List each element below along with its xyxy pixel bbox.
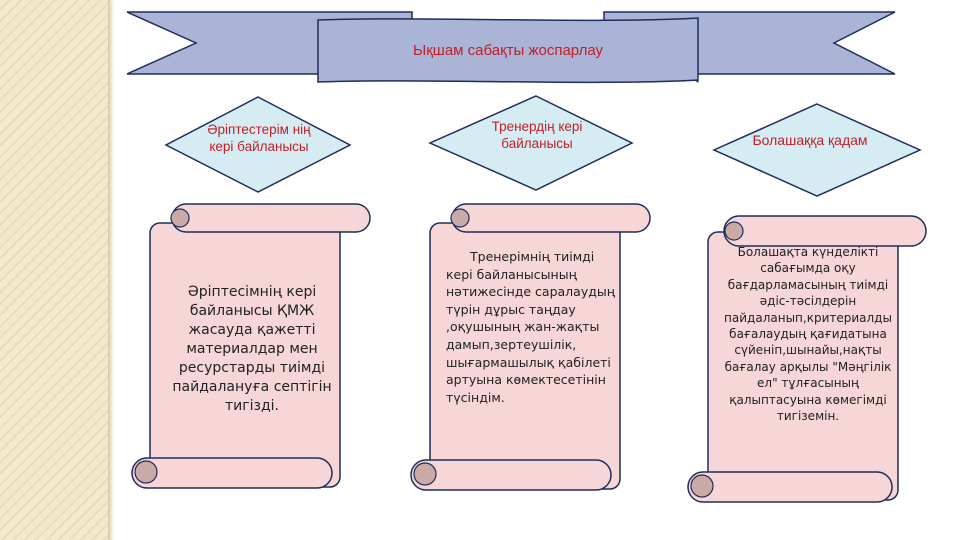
ribbon-center <box>317 17 699 84</box>
scroll-text-colleagues: Әріптесімнің кері байланысы ҚМЖ жасауда … <box>172 284 332 414</box>
scroll-text-trainer: Тренерімнің тиімді кері байланысының нәт… <box>446 249 615 405</box>
page-title: Ықшам сабақты жоспарлау <box>412 42 604 59</box>
diamond-label-future: Болашаққа қадам <box>752 132 868 148</box>
paper-strip-edge <box>108 0 114 540</box>
diamond-label-trainer: Тренердің кері байланысы <box>491 119 583 151</box>
diamond-trainer <box>428 95 634 191</box>
diamond-future <box>712 103 922 197</box>
diamond-label-colleagues: Әріптестерім нің кері байланысы <box>207 122 311 154</box>
diamond-colleagues <box>164 96 352 193</box>
title-ribbon <box>126 11 896 84</box>
scroll-text-future: Болашақта күнделікті сабағымда оқу бағда… <box>724 245 892 424</box>
decorative-paper-strip <box>0 0 108 540</box>
scroll-trainer <box>410 203 651 491</box>
scroll-colleagues <box>131 203 371 489</box>
scroll-future <box>687 215 927 503</box>
